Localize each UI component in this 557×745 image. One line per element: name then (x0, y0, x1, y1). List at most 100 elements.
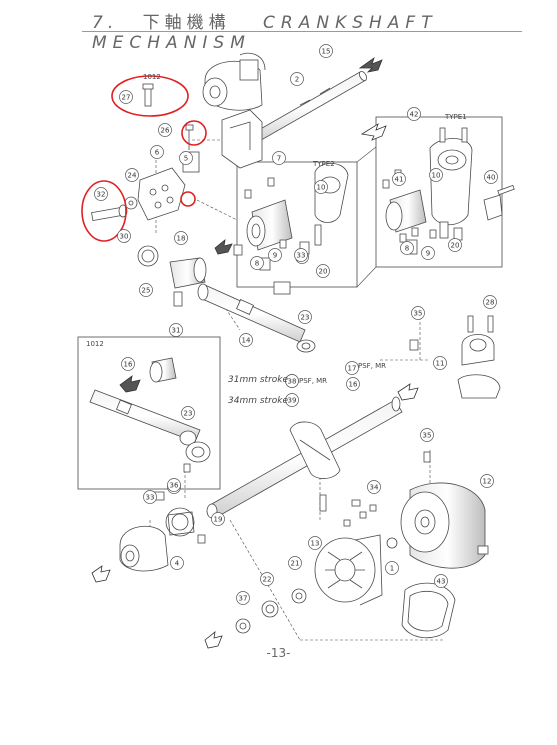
callout-23-number: 23 (184, 410, 193, 418)
title-english: CRANKSHAFT MECHANISM (92, 13, 438, 53)
callout-5-number: 5 (184, 155, 188, 163)
type2-box (236, 161, 358, 288)
callout-16-number: 16 (124, 361, 133, 369)
callout-32-number: 32 (97, 191, 106, 199)
callout-23: 23 (298, 310, 312, 324)
callout-40-number: 40 (487, 174, 496, 182)
callout-20-number: 20 (319, 268, 328, 276)
callout-2-bubble (290, 72, 304, 86)
callout-20-number: 20 (451, 242, 460, 250)
callout-35-number: 35 (423, 432, 432, 440)
page-title: 7. 下軸機構 CRANKSHAFT MECHANISM (92, 8, 557, 53)
callout-17: 17 (345, 361, 359, 375)
callout-23-bubble (181, 406, 195, 420)
callout-18: 18 (174, 231, 188, 245)
callout-27: 27 (119, 90, 133, 104)
callout-34-number: 34 (370, 484, 379, 492)
callout-6-number: 6 (155, 149, 160, 157)
callout-34: 34 (367, 480, 381, 494)
callout-33-bubble (294, 248, 308, 262)
callout-20: 20 (316, 264, 330, 278)
cam-plate-13 (314, 534, 383, 606)
callout-27-number: 27 (122, 94, 131, 102)
callout-43-number: 43 (437, 578, 446, 586)
callout-22: 22 (260, 572, 274, 586)
callout-14: 14 (239, 333, 253, 347)
callout-21-bubble (288, 556, 302, 570)
label-31mm-stroke: 31mm stroke (228, 375, 289, 385)
callout-2: 2 (290, 72, 304, 86)
callout-42-number: 42 (410, 111, 419, 119)
callout-41-number: 41 (395, 176, 404, 184)
callout-25-bubble (139, 283, 153, 297)
callout-9: 9 (421, 246, 435, 260)
callout-25: 25 (139, 283, 153, 297)
callout-11: 11 (433, 356, 447, 370)
callout-37: 37 (236, 591, 250, 605)
callout-16-bubble (346, 377, 360, 391)
callout-8-number: 8 (405, 245, 409, 253)
callout-43-bubble (434, 574, 448, 588)
callout-30-number: 30 (120, 233, 129, 241)
callout-33: 33 (143, 490, 157, 504)
callout-5-bubble (179, 151, 193, 165)
callout-8-number: 8 (255, 260, 259, 268)
callout-24: 24 (125, 168, 139, 182)
bearing-4 (149, 491, 206, 544)
pulley-assembly-bottom (119, 526, 169, 572)
callout-14-bubble (239, 333, 253, 347)
label-type1: TYPE1 (445, 113, 467, 121)
callout-35-bubble (411, 306, 425, 320)
callout-38-number: 38 (288, 378, 297, 386)
highlight-small-screw (180, 191, 196, 207)
callout-31: 31 (169, 323, 183, 337)
callout-23-number: 23 (301, 314, 310, 322)
section-number: 7. (92, 13, 119, 33)
crankshaft-16 (206, 396, 403, 519)
gasket-43 (401, 582, 456, 639)
callout-32-bubble (94, 187, 108, 201)
title-rule (82, 31, 522, 32)
pulley-assembly-top (202, 52, 266, 111)
callout-35-bubble (420, 428, 434, 442)
callout-1-number: 1 (390, 565, 394, 573)
label-1012-box: 1012 (86, 340, 104, 348)
callout-4-number: 4 (175, 560, 180, 568)
crank-arm-top (221, 109, 263, 169)
callout-28: 28 (483, 295, 497, 309)
callout-9-number: 9 (273, 252, 277, 260)
callout-16-number: 16 (349, 381, 358, 389)
callout-24-number: 24 (128, 172, 137, 180)
callout-31-number: 31 (172, 327, 181, 335)
callout-33-number: 33 (297, 252, 306, 260)
callout-20: 20 (448, 238, 462, 252)
callout-42-bubble (407, 107, 421, 121)
callout-28-bubble (483, 295, 497, 309)
drum-12 (400, 482, 489, 569)
callout-32: 32 (94, 187, 108, 201)
callout-39: 39 (285, 393, 299, 407)
callout-19-bubble (211, 512, 225, 526)
callout-18-number: 18 (177, 235, 186, 243)
callout-37-bubble (236, 591, 250, 605)
t1012-box (77, 336, 221, 490)
callout-31-bubble (169, 323, 183, 337)
callout-22-number: 22 (263, 576, 272, 584)
callout-10-number: 10 (317, 184, 326, 192)
callout-5: 5 (179, 151, 193, 165)
callout-6: 6 (150, 145, 164, 159)
callout-39-bubble (285, 393, 299, 407)
callout-33: 33 (294, 248, 308, 262)
callout-40: 40 (484, 170, 498, 184)
callout-41-bubble (392, 172, 406, 186)
callout-35: 35 (420, 428, 434, 442)
callout-18-bubble (174, 231, 188, 245)
callout-1-bubble (385, 561, 399, 575)
highlight-27 (111, 75, 189, 117)
page-number: -13- (266, 646, 291, 660)
callout-37-number: 37 (239, 595, 248, 603)
callout-17-number: 17 (348, 365, 357, 373)
callout-33-number: 33 (146, 494, 155, 502)
